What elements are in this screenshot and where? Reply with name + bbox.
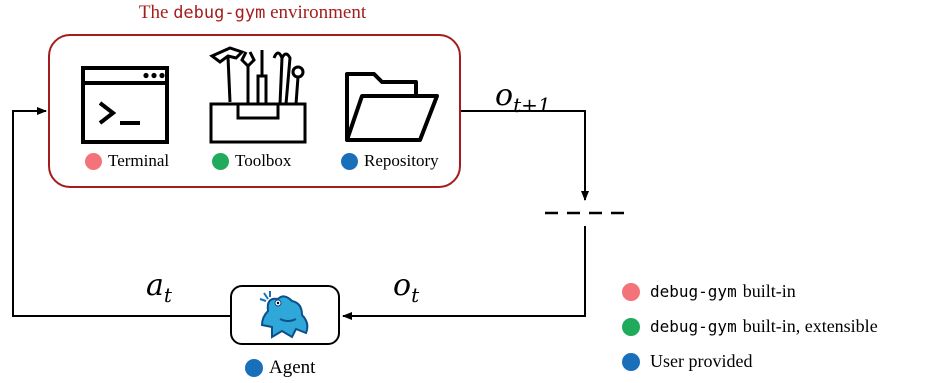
toolbox-dot [212, 152, 229, 170]
legend-item-builtin: debug-gym built-in [622, 281, 796, 302]
repository-label: Repository [341, 151, 439, 171]
agent-box [230, 285, 340, 345]
agent-label: Agent [245, 357, 315, 379]
agent-dot [245, 359, 263, 377]
environment-box [48, 34, 461, 188]
legend-dot-extensible [622, 317, 640, 336]
toolbox-label: Toolbox [212, 151, 291, 171]
observation-label: ot [393, 268, 420, 307]
terminal-dot [85, 152, 102, 170]
legend-dot-builtin [622, 282, 640, 301]
action-label: at [146, 268, 172, 307]
legend-item-extensible: debug-gym built-in, extensible [622, 316, 878, 337]
terminal-icon [81, 66, 169, 144]
legend-item-user: User provided [622, 351, 752, 372]
folder-icon [345, 72, 439, 142]
toolbox-icon [209, 46, 307, 144]
observation-next-arrow [461, 110, 589, 201]
frog-icon [259, 291, 309, 339]
environment-title: The debug-gym environment [138, 2, 367, 23]
action-arrow [12, 107, 230, 317]
legend-dot-user [622, 352, 640, 371]
observation-arrow [342, 226, 586, 320]
repository-dot [341, 152, 358, 170]
terminal-label: Terminal [85, 151, 169, 171]
observation-next-label: ot+1 [495, 78, 551, 117]
